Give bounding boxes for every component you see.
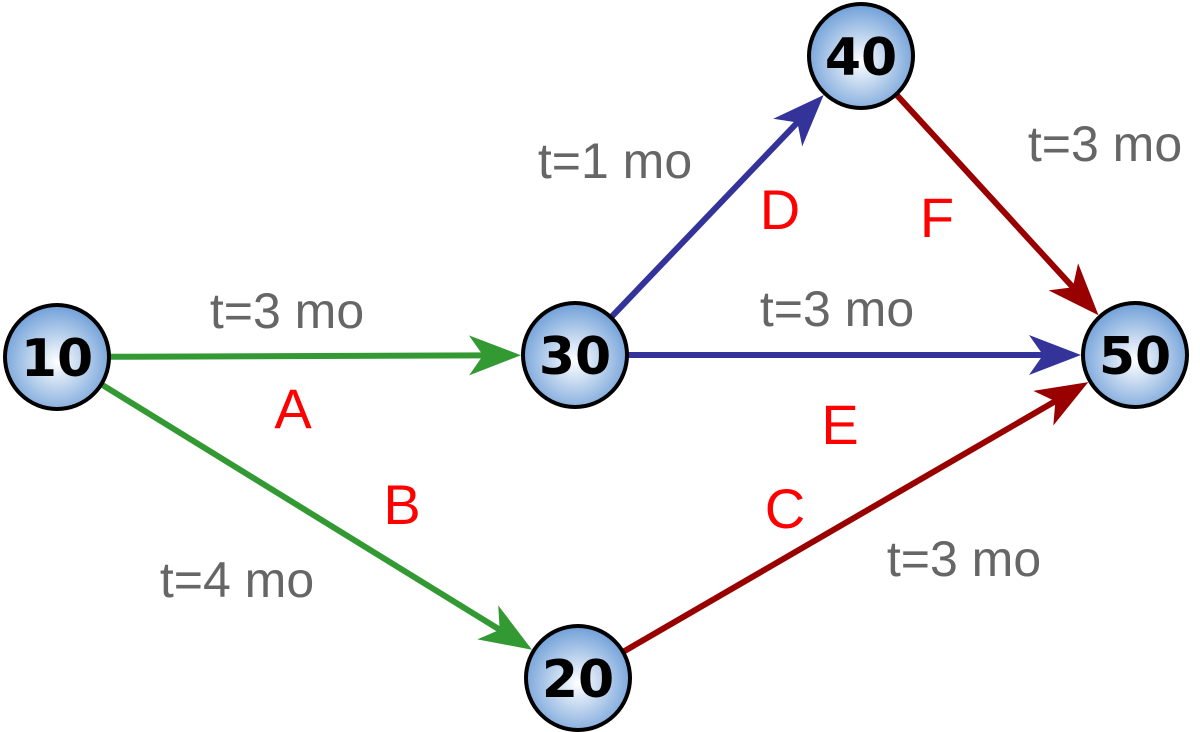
activity-a-arrowhead [468, 335, 521, 376]
activity-d-arrow [607, 95, 824, 321]
activity-d-name: D [760, 178, 800, 241]
labels-layer: t=3 mo A t=4 mo B t=3 mo C t=1 mo D t=3 … [160, 116, 1182, 608]
activity-f-duration: t=3 mo [1028, 116, 1182, 172]
activity-f-name: F [920, 186, 954, 249]
nodes-layer: 10 20 30 40 50 [3, 2, 1189, 732]
activity-c-duration: t=3 mo [887, 531, 1041, 587]
node-50-circle [1081, 301, 1189, 409]
activity-b-name: B [383, 473, 420, 536]
activity-f-arrowhead [1048, 263, 1099, 316]
node-20: 20 [524, 624, 632, 732]
activity-c-line [619, 398, 1057, 656]
activity-d-arrowhead [773, 95, 824, 147]
activity-a-arrow [106, 335, 521, 376]
node-50-label: 50 [1099, 327, 1171, 387]
activity-d-line [607, 120, 800, 321]
activity-b-duration: t=4 mo [160, 552, 314, 608]
activity-c-arrowhead [1033, 382, 1089, 426]
activity-f-line [892, 90, 1076, 290]
activity-d-duration: t=1 mo [538, 133, 692, 189]
node-10-circle [3, 303, 111, 411]
node-30-circle [521, 301, 629, 409]
node-50: 50 [1081, 301, 1189, 409]
node-10: 10 [3, 303, 111, 411]
edges-layer [97, 90, 1099, 656]
node-10-label: 10 [21, 329, 93, 389]
activity-a-line [106, 352, 484, 360]
node-30-label: 30 [539, 327, 611, 387]
activity-e-duration: t=3 mo [760, 281, 914, 337]
node-40-label: 40 [825, 28, 897, 88]
activity-e-arrowhead [1029, 335, 1081, 375]
activity-a-duration: t=3 mo [210, 283, 364, 339]
node-20-circle [524, 624, 632, 732]
activity-f-arrow [892, 90, 1099, 316]
node-40: 40 [807, 2, 915, 110]
node-40-circle [807, 2, 915, 110]
activity-b-arrow [97, 380, 532, 650]
activity-e-name: E [821, 393, 858, 456]
activity-b-line [97, 380, 502, 633]
node-30: 30 [521, 301, 629, 409]
node-20-label: 20 [542, 650, 614, 710]
activity-c-name: C [765, 477, 805, 540]
activity-a-name: A [274, 377, 312, 440]
activity-b-arrowhead [477, 605, 532, 650]
activity-c-arrow [619, 382, 1089, 656]
activity-e-arrow [625, 335, 1081, 375]
